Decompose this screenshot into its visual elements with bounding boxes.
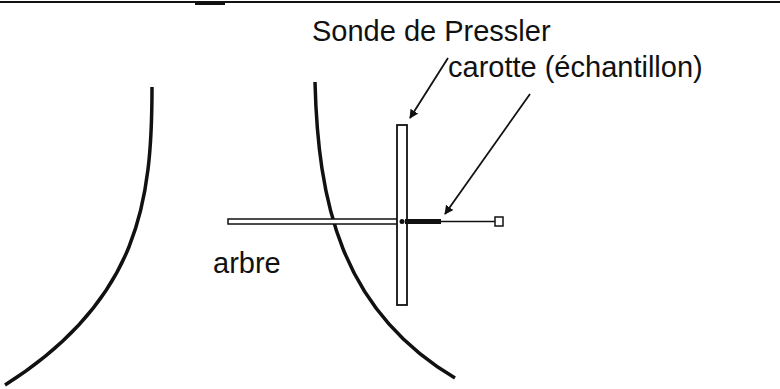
trunk-right-edge — [315, 82, 455, 378]
trunk-left-edge — [5, 87, 152, 385]
shaft-joint — [400, 219, 405, 224]
leader-arrow — [410, 58, 448, 118]
part-label: carotte (échantillon) — [448, 52, 703, 84]
borer-handle — [397, 125, 407, 305]
part-label: arbre — [213, 248, 281, 280]
extractor-end — [495, 217, 503, 226]
leader-arrow — [445, 94, 530, 214]
borer-shaft — [228, 219, 398, 224]
part-label: Sonde de Pressler — [312, 16, 551, 48]
core-sample — [405, 219, 441, 224]
top-rule — [0, 1, 780, 3]
top-rule-mark — [195, 1, 225, 5]
